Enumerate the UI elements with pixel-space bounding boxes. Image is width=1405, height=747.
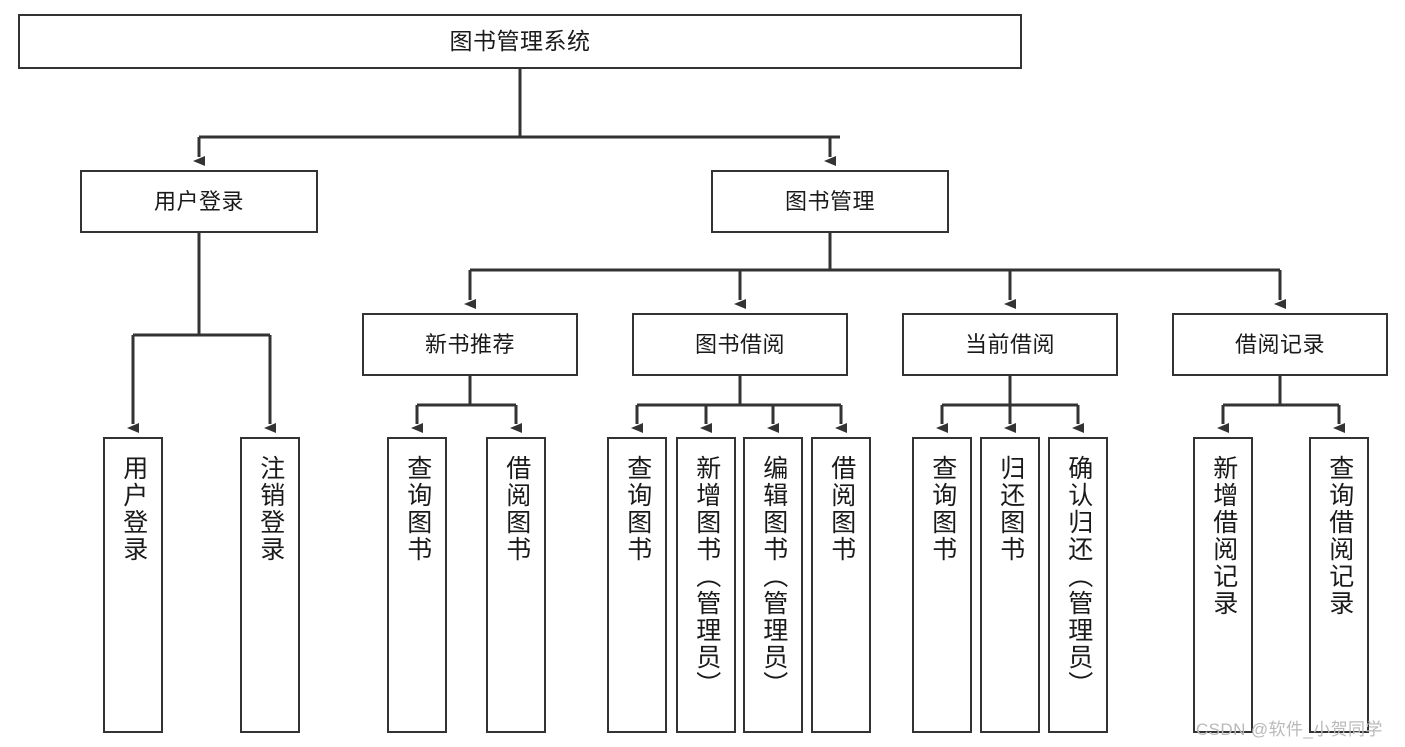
leaf-borrow-add-book-admin[interactable]: 新增图书（管理员） [676,437,736,733]
node-label: 用户登录 [119,455,148,563]
node-label: 确认归还（管理员） [1064,455,1093,698]
node-user-login[interactable]: 用户登录 [80,170,318,233]
leaf-user-login-logout[interactable]: 注销登录 [240,437,300,733]
node-label: 归还图书 [996,455,1025,563]
node-root-book-management-system[interactable]: 图书管理系统 [18,14,1022,69]
leaf-current-query-book[interactable]: 查询图书 [912,437,972,733]
node-label: 编辑图书（管理员） [759,455,788,698]
leaf-records-query-record[interactable]: 查询借阅记录 [1309,437,1369,733]
node-label: 借阅图书 [827,455,856,563]
node-label: 新增图书（管理员） [692,455,721,698]
node-label: 当前借阅 [964,331,1055,357]
node-current-borrow[interactable]: 当前借阅 [902,313,1118,376]
node-label: 图书借阅 [694,331,785,357]
node-label: 用户登录 [153,188,244,214]
node-label: 图书管理系统 [449,27,591,54]
node-label: 查询图书 [403,455,432,563]
leaf-recommend-query-book[interactable]: 查询图书 [387,437,447,733]
leaf-current-confirm-return-admin[interactable]: 确认归还（管理员） [1048,437,1108,733]
csdn-watermark: CSDN @软件_小贺同学 [1196,720,1383,739]
leaf-recommend-borrow-book[interactable]: 借阅图书 [486,437,546,733]
node-book-management[interactable]: 图书管理 [711,170,949,233]
node-label: 查询借阅记录 [1325,455,1354,617]
leaf-borrow-query-book[interactable]: 查询图书 [607,437,667,733]
node-borrow-records[interactable]: 借阅记录 [1172,313,1388,376]
node-label: 图书管理 [784,188,875,214]
node-label: 查询图书 [928,455,957,563]
node-book-borrow[interactable]: 图书借阅 [632,313,848,376]
node-label: 新增借阅记录 [1209,455,1238,617]
node-label: 注销登录 [256,455,285,563]
leaf-records-add-record[interactable]: 新增借阅记录 [1193,437,1253,733]
node-label: 查询图书 [623,455,652,563]
node-new-book-recommend[interactable]: 新书推荐 [362,313,578,376]
leaf-borrow-edit-book-admin[interactable]: 编辑图书（管理员） [743,437,803,733]
leaf-borrow-borrow-book[interactable]: 借阅图书 [811,437,871,733]
node-label: 新书推荐 [424,331,515,357]
node-label: 借阅图书 [502,455,531,563]
leaf-user-login-login[interactable]: 用户登录 [103,437,163,733]
leaf-current-return-book[interactable]: 归还图书 [980,437,1040,733]
node-label: 借阅记录 [1234,331,1325,357]
